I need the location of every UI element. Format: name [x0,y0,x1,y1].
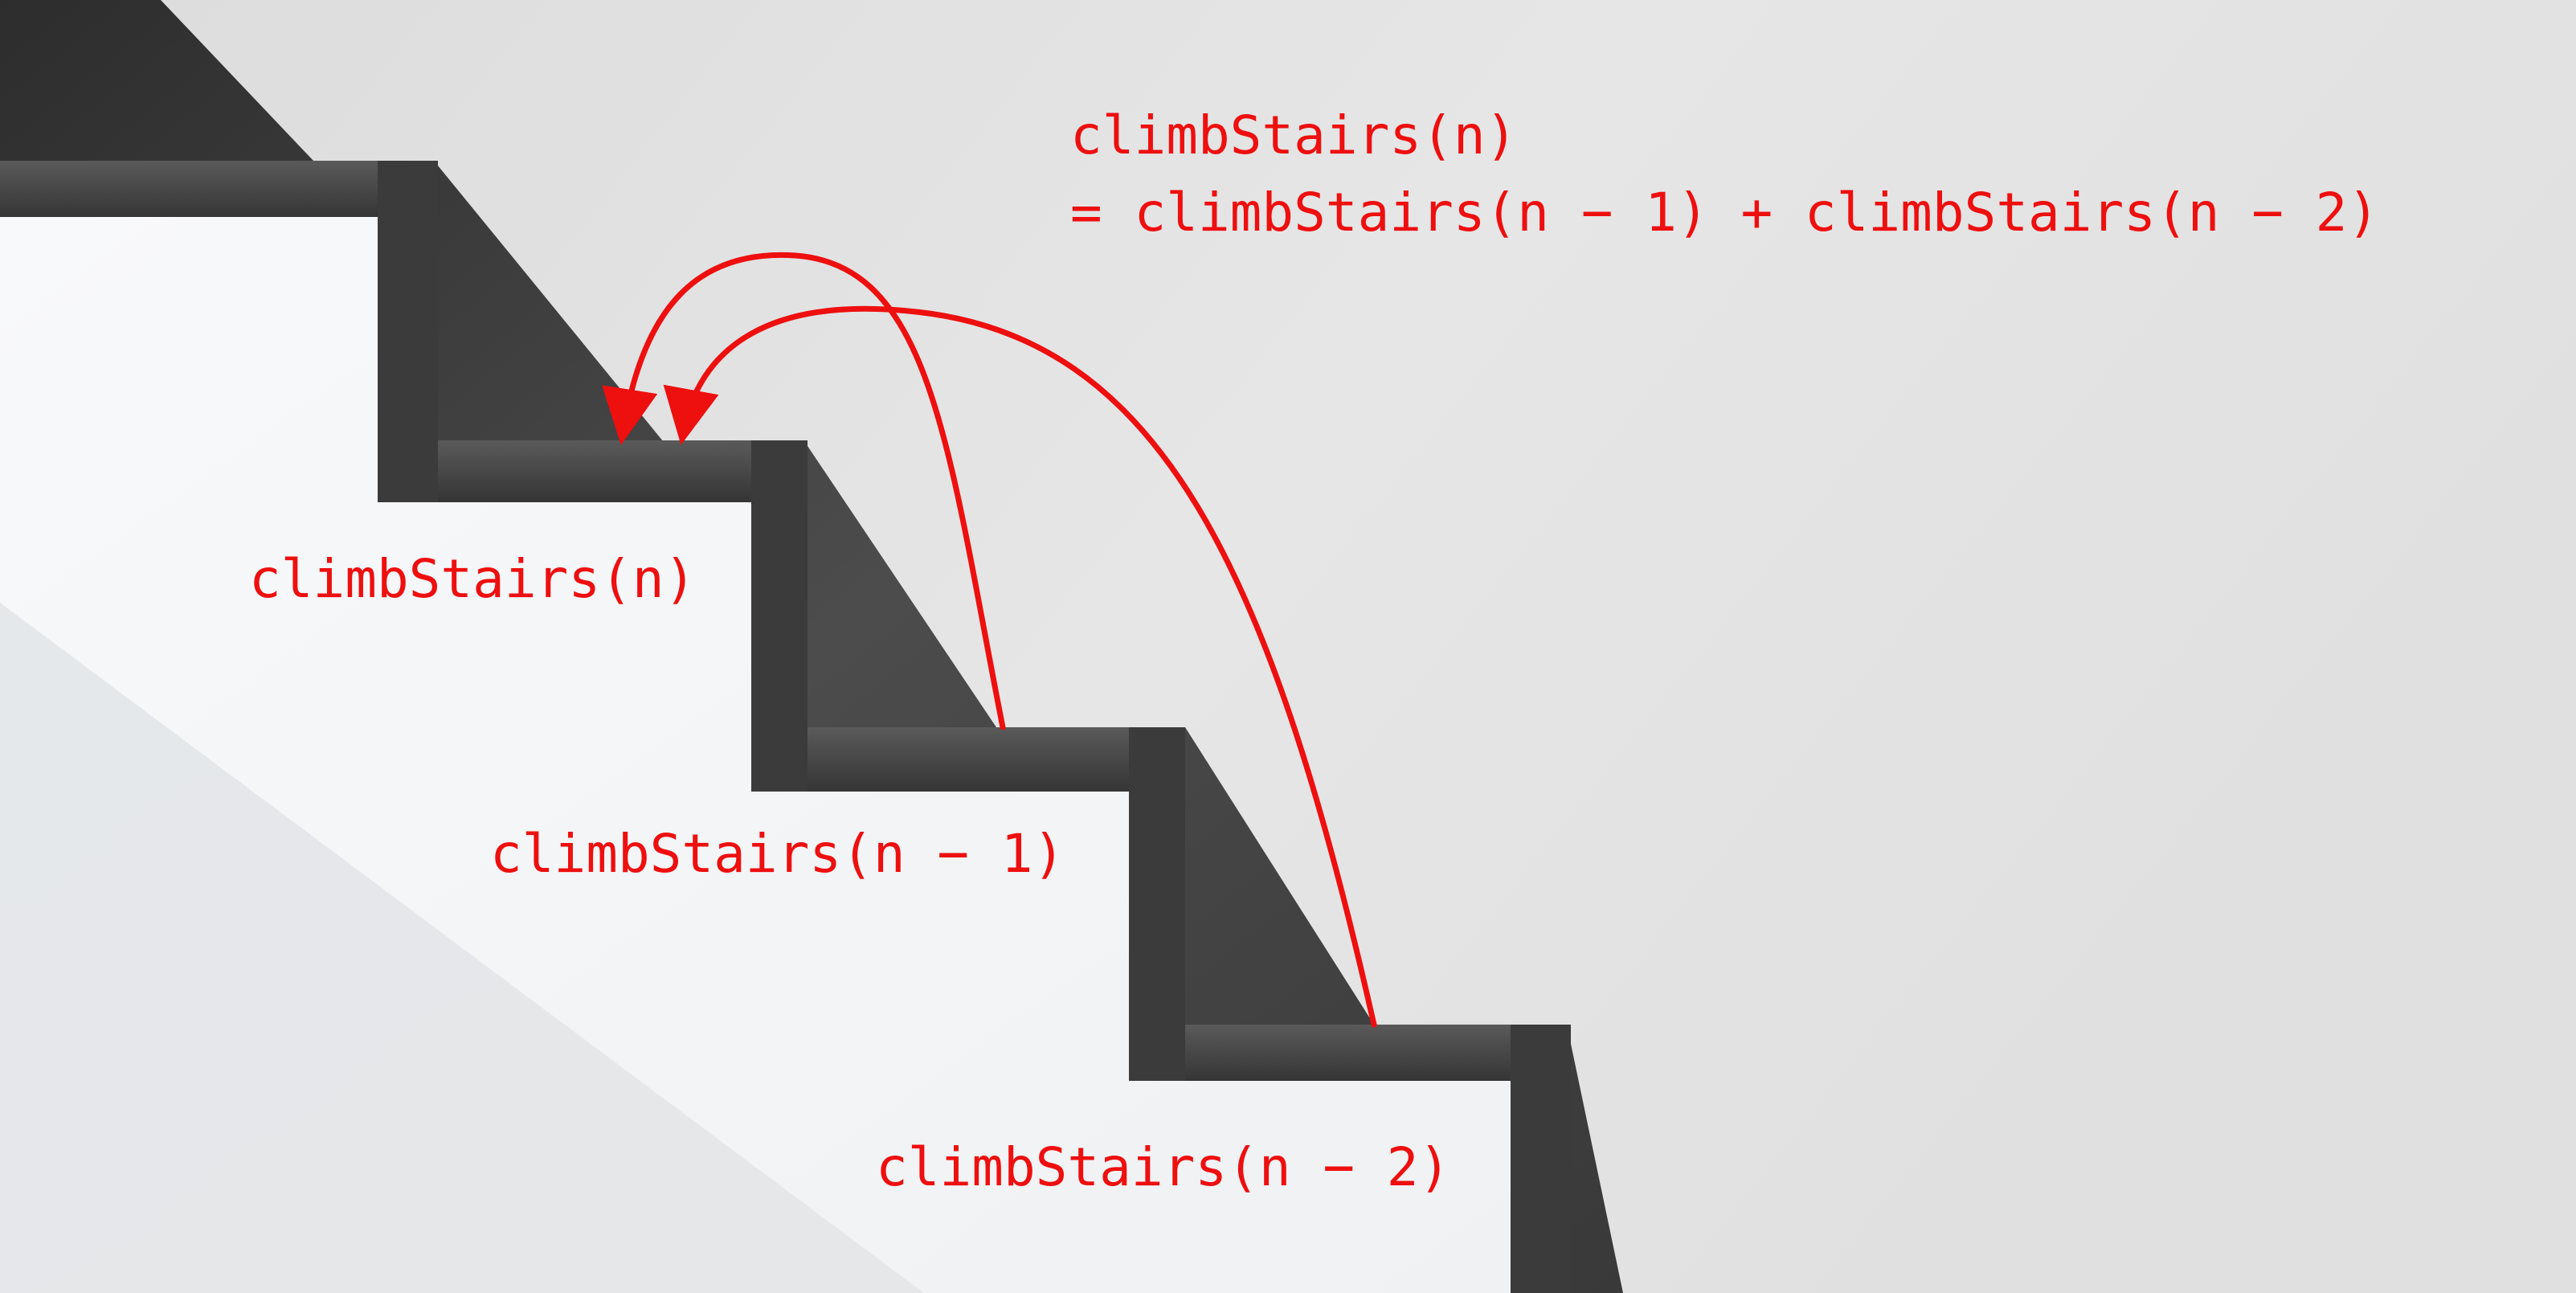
formula-line-2: = climbStairs(n − 1) + climbStairs(n − 2… [1070,182,2380,243]
stair-riser-edge-3 [1129,727,1185,1081]
formula-line-1: climbStairs(n) [1070,104,1518,166]
step-label-n-minus-1: climbStairs(n − 1) [490,823,1065,885]
stair-tread-2 [751,727,1185,792]
step-label-n: climbStairs(n) [249,548,697,610]
arrow-from-n-minus-2 [663,305,1377,1028]
stair-riser-edge-4 [1511,1025,1571,1293]
stair-riser-edge-2 [751,440,808,792]
arrow-from-n-minus-1 [602,252,1006,730]
stair-tread-0 [0,161,438,217]
stair-riser-edge-1 [378,161,438,502]
stair-shadow [0,603,924,1293]
stair-tread-3 [1129,1025,1571,1081]
stair-tread-1 [378,440,808,502]
step-label-n-minus-2: climbStairs(n − 2) [876,1136,1451,1198]
